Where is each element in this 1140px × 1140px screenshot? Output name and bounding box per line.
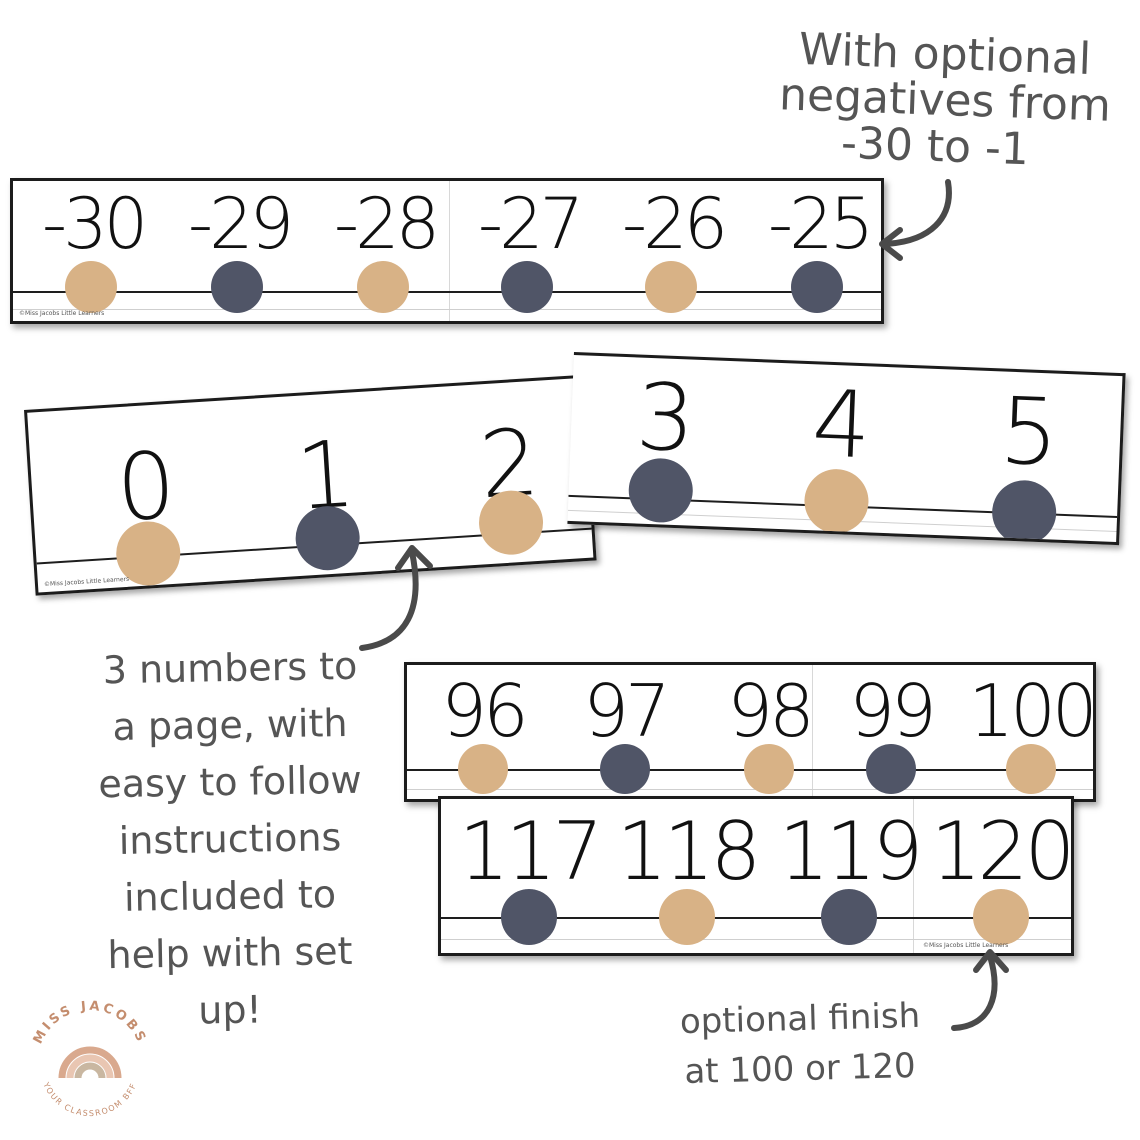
number-label: 97 (583, 669, 671, 753)
navy-dot (600, 744, 650, 794)
baseline (407, 789, 1093, 790)
number-label: 98 (727, 669, 815, 753)
note-line: a page, with (112, 700, 348, 750)
number-label: 100 (968, 669, 1094, 753)
note-line: easy to follow (97, 757, 363, 807)
number-label: -29 (187, 183, 294, 265)
navy-dot (866, 744, 916, 794)
svg-text:YOUR CLASSROOM BFF: YOUR CLASSROOM BFF (41, 1080, 138, 1118)
arrow-icon (359, 545, 433, 651)
number-line-card-96-100: 96 97 98 99 100 (404, 662, 1096, 802)
logo-top-text: MISS JACOBS (31, 1000, 147, 1047)
number-label: -27 (477, 183, 584, 265)
page-divider (449, 181, 450, 321)
note-line: at 100 or 120 (683, 1045, 917, 1093)
note-line: help with set (107, 928, 353, 978)
number-line (441, 917, 1071, 919)
tan-dot (744, 744, 794, 794)
baseline (441, 939, 1071, 940)
number-line-card-3-5: 3 4 5 (567, 352, 1126, 546)
tan-dot (659, 889, 715, 945)
navy-dot (791, 261, 843, 313)
number-label: 99 (849, 669, 937, 753)
tan-dot (645, 261, 697, 313)
number-label: 4 (810, 370, 869, 480)
note-pages: 3 numbers to a page, with easy to follow… (80, 640, 380, 1039)
number-label: -30 (41, 183, 148, 265)
number-label: 118 (616, 805, 762, 898)
baseline (13, 309, 881, 310)
number-line-card-negatives: -30 -29 -28 -27 -26 -25 ©Miss Jacobs Little L… (10, 178, 884, 324)
number-line (13, 291, 881, 293)
note-line: instructions (118, 815, 342, 863)
svg-text:MISS JACOBS: MISS JACOBS (31, 1000, 150, 1047)
number-line-segment: 3 4 5 (567, 355, 1123, 546)
navy-dot (211, 261, 263, 313)
copyright-text: ©Miss Jacobs Little Learners (19, 310, 105, 317)
navy-dot (990, 479, 1058, 546)
page-divider (913, 799, 914, 953)
tan-dot (973, 889, 1029, 945)
note-finish: optional finish at 100 or 120 (660, 994, 940, 1094)
arrow-icon (951, 949, 1009, 1031)
number-label: 3 (634, 363, 693, 473)
brand-logo: MISS JACOBS YOUR CLASSROOM BFF (31, 1000, 150, 1118)
tan-dot (65, 261, 117, 313)
number-label: -26 (621, 183, 728, 265)
note-negatives: With optional negatives from -30 to -1 (770, 24, 1120, 175)
navy-dot (501, 889, 557, 945)
number-line-segment: -30 -29 -28 -27 -26 -25 (13, 181, 881, 321)
number-label: 96 (441, 669, 529, 753)
number-label: 119 (778, 805, 924, 898)
page-divider (812, 665, 813, 799)
tan-dot (458, 744, 508, 794)
arrow-icon (879, 179, 952, 261)
navy-dot (501, 261, 553, 313)
note-line: 3 numbers to (102, 643, 358, 693)
number-label: 117 (458, 805, 604, 898)
logo-bottom-text: YOUR CLASSROOM BFF (41, 1080, 137, 1118)
number-label: -25 (767, 183, 874, 265)
number-label: 5 (997, 377, 1057, 487)
number-label: 120 (930, 805, 1072, 898)
note-line: included to (123, 872, 337, 920)
number-line-segment: 96 97 98 99 100 (407, 665, 1093, 799)
tan-dot (357, 261, 409, 313)
rainbow-icon (58, 1046, 122, 1079)
copyright-text: ©Miss Jacobs Little Learners (923, 942, 1009, 949)
tan-dot (1006, 744, 1056, 794)
note-line: optional finish (679, 995, 921, 1043)
navy-dot (821, 889, 877, 945)
number-label: -28 (333, 183, 440, 265)
